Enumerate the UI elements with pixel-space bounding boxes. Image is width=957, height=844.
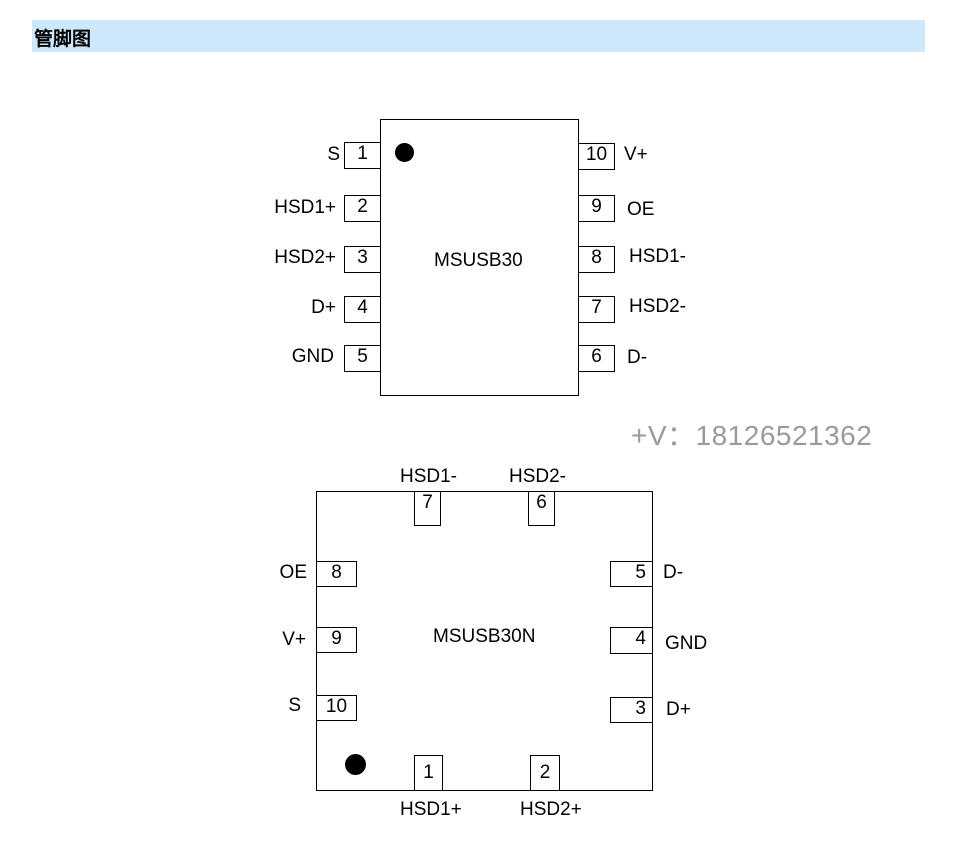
chip2-pin-4-label: GND	[665, 633, 708, 654]
chip2-pin-1-label: HSD1+	[400, 799, 462, 820]
chip2-pin-2-label: HSD2+	[520, 799, 582, 820]
chip2-pin-3: 3	[610, 697, 653, 723]
chip1-pin-10-label: V+	[624, 144, 648, 165]
chip2-pin-2: 2	[530, 755, 560, 791]
chip-msusb30-body	[380, 119, 579, 396]
pin1-marker-dot	[345, 754, 366, 775]
chip1-pin-8-label: HSD1-	[629, 246, 687, 267]
chip2-pin-3-label: D+	[666, 699, 691, 720]
chip2-pin-7: 7	[414, 491, 441, 526]
chip1-pin-4: 4	[344, 296, 381, 323]
watermark-contact: +V：18126521362	[631, 420, 873, 451]
chip2-pin-8-label: OE	[279, 562, 307, 583]
chip-msusb30n-name: MSUSB30N	[433, 626, 536, 647]
chip2-pin-10-label: S	[288, 695, 301, 716]
chip1-pin-10: 10	[578, 143, 615, 170]
chip1-pin-5: 5	[344, 345, 381, 372]
chip1-pin-2-label: HSD1+	[274, 197, 336, 218]
pin1-marker-dot	[395, 143, 414, 162]
chip1-pin-1: 1	[344, 142, 381, 169]
chip2-pin-10: 10	[316, 695, 357, 721]
chip1-pin-7: 7	[578, 296, 615, 323]
chip2-pin-7-label: HSD1-	[400, 466, 458, 487]
chip1-pin-6: 6	[578, 345, 615, 372]
chip1-pin-8: 8	[578, 246, 615, 273]
chip1-pin-7-label: HSD2-	[629, 296, 687, 317]
chip2-pin-9: 9	[316, 627, 357, 653]
chip2-pin-6-label: HSD2-	[509, 466, 567, 487]
chip1-pin-2: 2	[344, 195, 381, 222]
chip2-pin-6: 6	[528, 491, 555, 526]
section-header: 管脚图	[32, 20, 925, 52]
chip2-pin-9-label: V+	[282, 629, 306, 650]
chip1-pin-3-label: HSD2+	[274, 247, 336, 268]
chip2-pin-8: 8	[316, 561, 357, 587]
chip-msusb30-name: MSUSB30	[434, 250, 523, 271]
chip2-pin-5-label: D-	[663, 562, 684, 583]
section-title: 管脚图	[34, 28, 92, 50]
chip1-pin-3: 3	[344, 246, 381, 273]
chip1-pin-6-label: D-	[627, 347, 648, 368]
chip1-pin-5-label: GND	[291, 346, 334, 367]
chip2-pin-4: 4	[610, 627, 653, 654]
chip2-pin-1: 1	[414, 755, 443, 791]
chip2-pin-5: 5	[610, 561, 653, 587]
chip-msusb30n-body	[316, 491, 653, 791]
chip1-pin-9-label: OE	[627, 199, 655, 220]
chip1-pin-9: 9	[578, 195, 615, 222]
chip1-pin-4-label: D+	[311, 297, 336, 318]
chip1-pin-1-label: S	[327, 144, 340, 165]
